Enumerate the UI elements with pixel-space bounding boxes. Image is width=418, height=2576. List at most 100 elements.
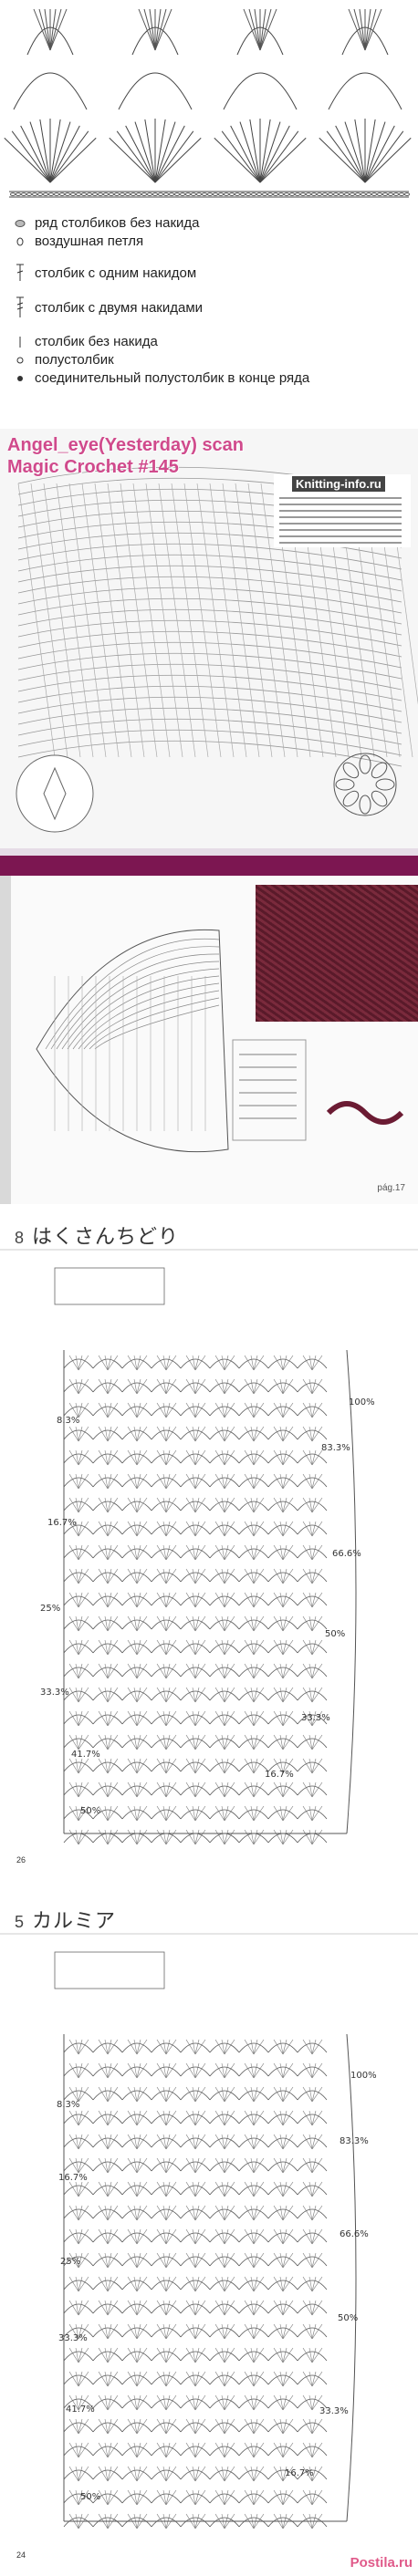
post-line [224,1592,235,1608]
post-line [214,1710,225,1727]
post-line [107,2442,119,2458]
post-line [224,2276,229,2292]
post-line [133,1663,138,1679]
post-line [311,2489,317,2506]
post-line [302,2323,313,2340]
chain-stitch [16,192,21,196]
fan-arc [209,1809,240,1820]
post-line [311,2347,317,2363]
fan-arc [180,1785,211,1796]
post-line [75,1758,79,1774]
post-line [75,2086,79,2103]
post-line [311,1805,317,1822]
fan-arc [267,1358,298,1369]
fan-arc [267,1595,298,1606]
post-line [273,1663,284,1679]
fan-arc [151,2208,182,2219]
post-line [136,2323,141,2340]
fan-arc [297,2374,328,2385]
post-line [98,1521,109,1537]
fan-arc [151,2042,182,2053]
post-line [165,2323,171,2340]
fan-arc [267,1453,298,1464]
flower-center [333,753,397,816]
fan-arc [267,1501,298,1511]
post-line [78,1402,83,1418]
post-line [253,2086,265,2103]
fan-arc [209,2090,240,2101]
post-line [107,1426,119,1442]
post-line [107,1781,112,1798]
post-line [107,2371,112,2387]
post-line [49,121,71,183]
post-line [282,1378,294,1395]
post-line [68,1402,79,1418]
percent-label: 8.3% [57,2100,80,2110]
post-line [302,1615,313,1632]
post-line [78,2442,89,2458]
post-line [192,2134,196,2150]
post-line [165,1426,171,1442]
post-line [154,8,167,51]
side-edge [346,1349,357,1834]
post-line [224,1663,229,1679]
post-line [250,2086,255,2103]
post-line [78,1568,89,1584]
post-line [253,1521,258,1537]
post-line [308,2110,313,2126]
post-line [136,1497,141,1513]
fan-arc [297,1690,328,1701]
post-line [253,1378,258,1395]
post-line [224,2110,229,2126]
post-line [224,2323,229,2340]
fan-arc [63,1548,94,1559]
post-line [162,1639,167,1656]
post-line [224,1568,229,1584]
post-line [162,1687,167,1703]
post-line [311,1663,323,1679]
post-line [185,1758,196,1774]
fan-arc [180,2185,211,2196]
post-line [68,2134,79,2150]
post-line [282,1829,287,1845]
fan-arc [92,1406,123,1417]
post-line [244,2086,255,2103]
fan-arc [151,1477,182,1488]
post-line [98,1805,109,1822]
chain-stitch [158,192,163,196]
fan-arc [63,2469,94,2480]
post-line [194,1805,206,1822]
post-line [104,1592,109,1608]
post-line [136,2157,148,2174]
post-line [194,2394,206,2411]
post-line [273,2181,284,2197]
fan-arc [121,1643,152,1654]
fan-arc [238,1809,269,1820]
post-line [214,2181,225,2197]
post-line [224,2489,229,2506]
post-line [253,1781,258,1798]
post-line [165,1544,171,1561]
post-line [68,1426,79,1442]
fan-arc [238,2114,269,2124]
post-line [127,1734,138,1750]
fan-arc [151,1690,182,1701]
fan-arc [63,1690,94,1701]
post-line [253,1829,265,1845]
doily-chart-drawing [0,429,418,848]
fan-arc [180,2137,211,2148]
post-line [136,2394,141,2411]
post-line [68,1829,79,1845]
fan-arc [63,2422,94,2433]
post-line [107,1449,112,1466]
post-line [250,2276,255,2292]
post-line [78,2062,89,2079]
post-line [279,1378,284,1395]
post-line [165,2442,171,2458]
post-line [78,2489,83,2506]
post-line [253,2205,258,2221]
post-line [311,2181,323,2197]
fan-arc [63,1595,94,1606]
post-line [136,2300,141,2316]
chain-arc [13,72,88,110]
